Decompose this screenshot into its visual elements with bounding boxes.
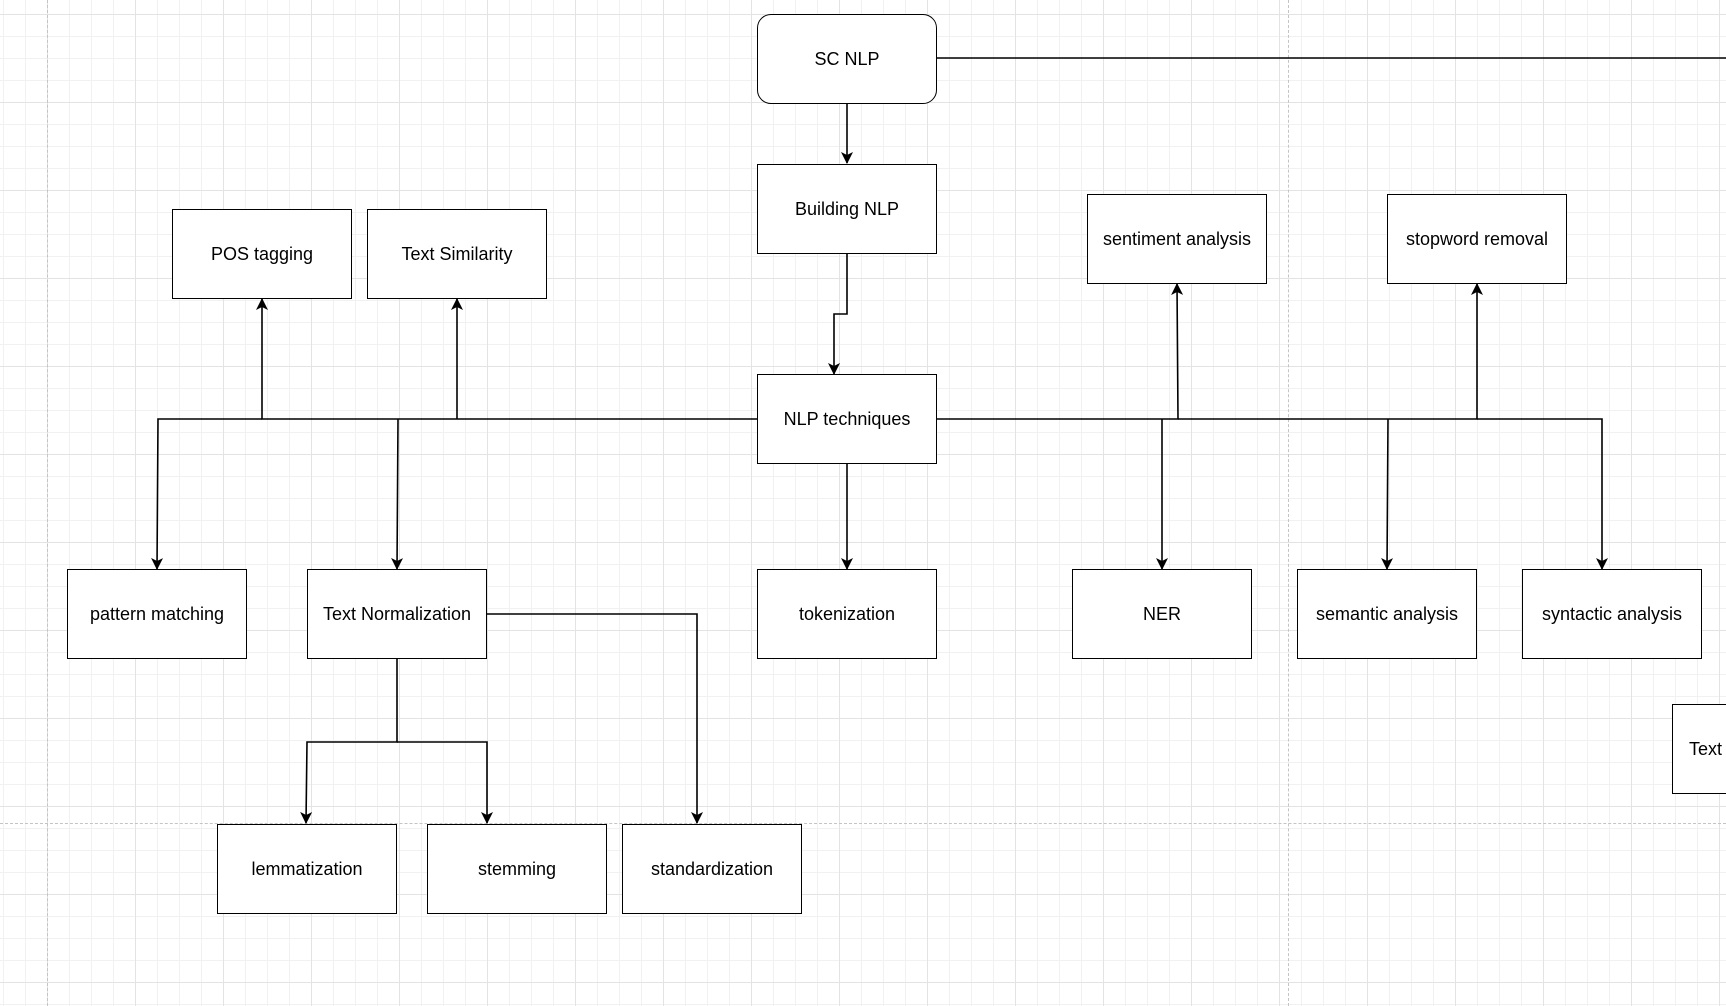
node-label: Text Normalization [322, 603, 472, 624]
node-ner[interactable]: NER [1072, 569, 1252, 659]
node-text-partial[interactable]: Text [1672, 704, 1726, 794]
node-label: syntactic analysis [1541, 603, 1683, 624]
node-stemming[interactable]: stemming [427, 824, 607, 914]
node-sc-nlp[interactable]: SC NLP [757, 14, 937, 104]
node-text-similarity[interactable]: Text Similarity [367, 209, 547, 299]
node-label: SC NLP [814, 48, 880, 69]
node-stopword-removal[interactable]: stopword removal [1387, 194, 1567, 284]
edge-nlp-techniques-to-semantic-analysis[interactable] [1381, 418, 1394, 570]
node-syntactic-analysis[interactable]: syntactic analysis [1522, 569, 1702, 659]
node-label: lemmatization [251, 858, 363, 879]
page-break-right [1288, 0, 1289, 1006]
node-text-normalization[interactable]: Text Normalization [307, 569, 487, 659]
node-lemmatization[interactable]: lemmatization [217, 824, 397, 914]
node-sentiment-analysis[interactable]: sentiment analysis [1087, 194, 1267, 284]
edge-text-normalization-to-standardization[interactable] [487, 613, 703, 824]
node-label: NER [1142, 603, 1181, 624]
edge-nlp-techniques-to-stopword-removal[interactable] [1178, 283, 1483, 420]
edge-nlp-techniques-to-pos-tagging[interactable] [256, 298, 757, 420]
node-pos-tagging[interactable]: POS tagging [172, 209, 352, 299]
page-break-bottom [0, 823, 1726, 824]
edge-nlp-techniques-to-pattern-matching[interactable] [151, 418, 262, 570]
node-pattern-matching[interactable]: pattern matching [67, 569, 247, 659]
edge-nlp-techniques-to-syntactic-analysis[interactable] [1477, 418, 1608, 570]
node-label: semantic analysis [1315, 603, 1459, 624]
edge-building-nlp-to-nlp-techniques[interactable] [828, 254, 848, 375]
node-standardization[interactable]: standardization [622, 824, 802, 914]
node-label: Text Similarity [401, 243, 513, 264]
node-label: stemming [477, 858, 557, 879]
node-label: POS tagging [210, 243, 314, 264]
node-nlp-techniques[interactable]: NLP techniques [757, 374, 937, 464]
page-break-left [47, 0, 48, 1006]
edge-nlp-techniques-to-text-normalization[interactable] [391, 418, 404, 570]
node-label: standardization [650, 858, 774, 879]
node-label: Building NLP [794, 198, 900, 219]
node-building-nlp[interactable]: Building NLP [757, 164, 937, 254]
node-label: tokenization [798, 603, 896, 624]
edge-nlp-techniques-to-sentiment-analysis[interactable] [937, 283, 1184, 420]
edge-text-normalization-to-lemmatization[interactable] [300, 659, 398, 824]
node-semantic-analysis[interactable]: semantic analysis [1297, 569, 1477, 659]
node-label: pattern matching [89, 603, 225, 624]
edge-text-normalization-to-stemming[interactable] [397, 741, 493, 824]
node-label: stopword removal [1405, 228, 1549, 249]
node-label: Text [1689, 738, 1723, 759]
node-label: NLP techniques [783, 408, 911, 429]
node-tokenization[interactable]: tokenization [757, 569, 937, 659]
node-label: sentiment analysis [1102, 228, 1252, 249]
